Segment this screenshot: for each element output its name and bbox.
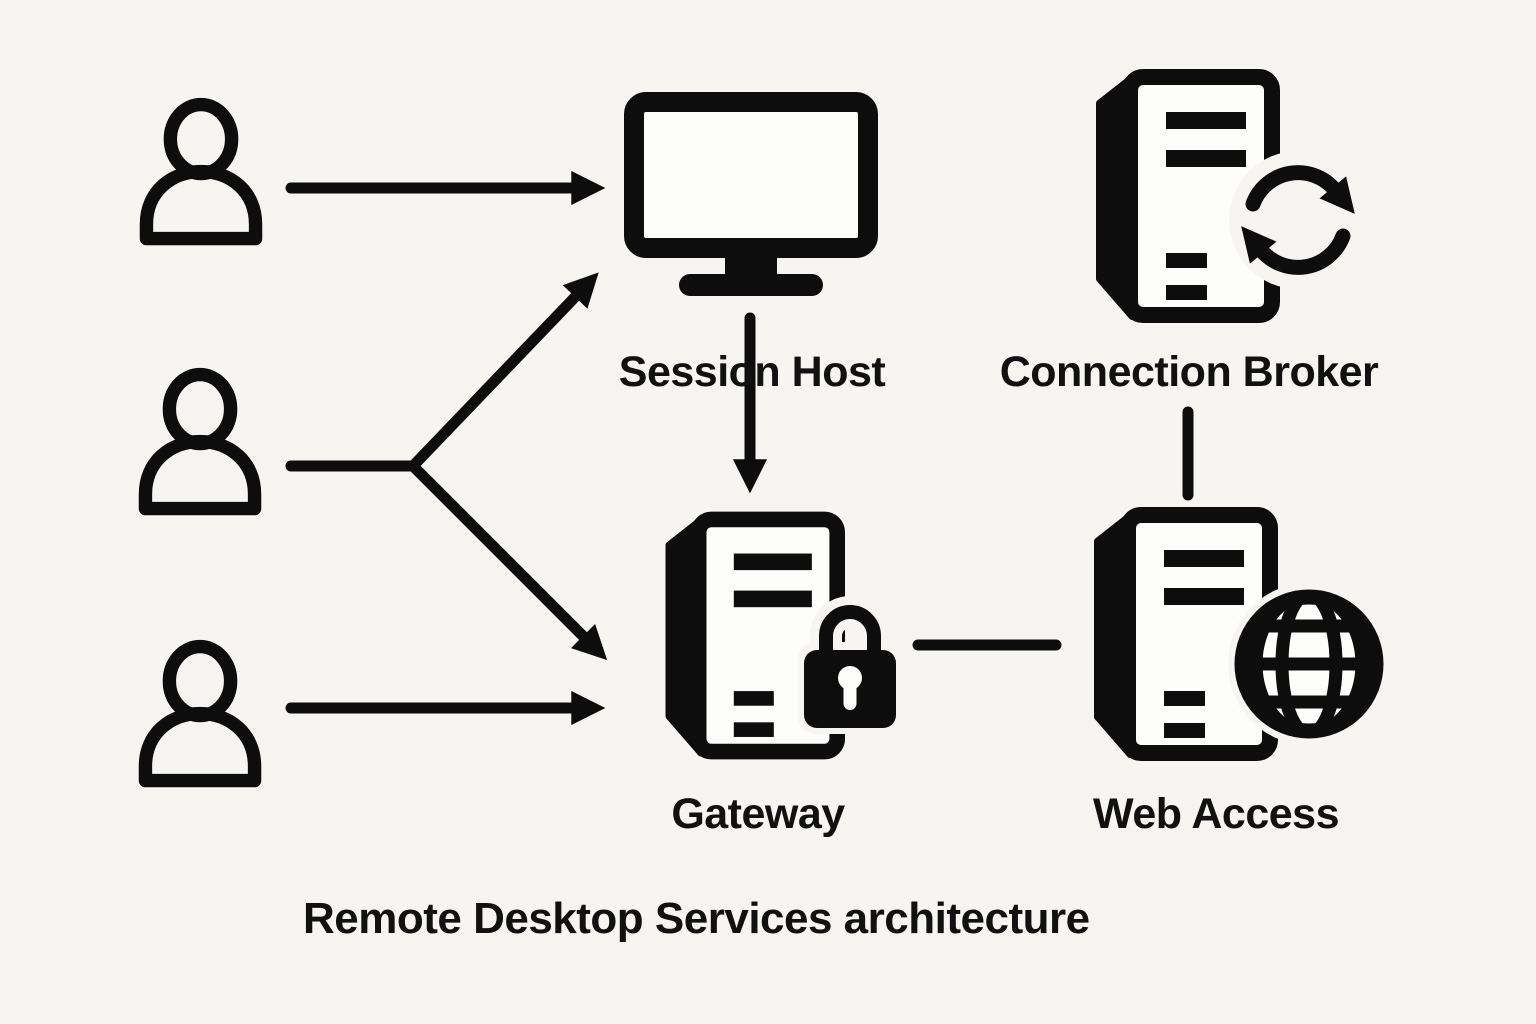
- edge-user2-gateway: [407, 460, 608, 661]
- session-host-label: Session Host: [618, 348, 886, 396]
- edge-user2-session-host: [407, 272, 599, 472]
- user-icon: [138, 367, 262, 516]
- sync-icon: [1229, 151, 1367, 289]
- user-icon: [138, 639, 262, 788]
- server-icon: [1094, 507, 1278, 761]
- diagram-title: Remote Desktop Services architecture: [303, 894, 1090, 943]
- lock-icon: [798, 596, 902, 734]
- user-icon: [139, 97, 263, 246]
- server-icon: [1096, 69, 1280, 323]
- gateway-label: Gateway: [671, 790, 845, 838]
- web-access-label: Web Access: [1093, 790, 1339, 838]
- connection-broker-label: Connection Broker: [999, 348, 1379, 396]
- monitor-icon: [624, 92, 878, 296]
- globe-icon: [1228, 583, 1390, 745]
